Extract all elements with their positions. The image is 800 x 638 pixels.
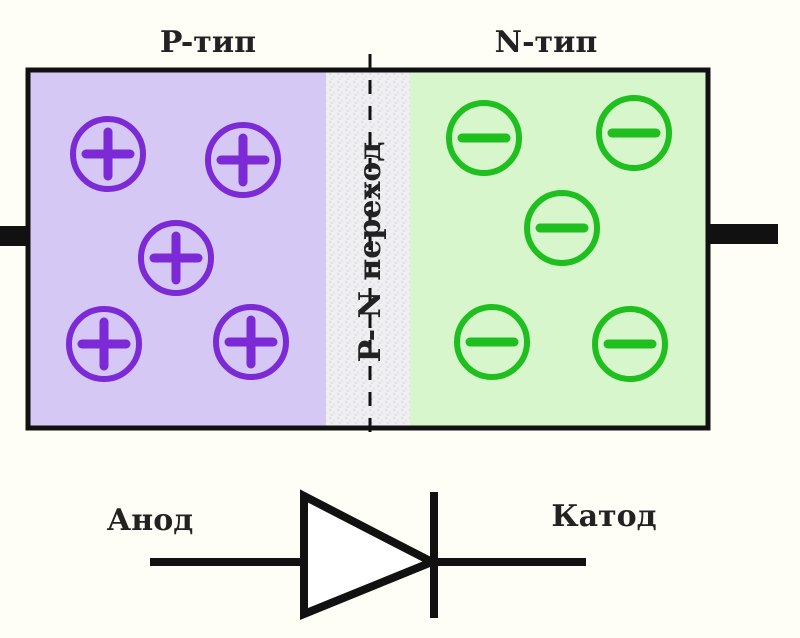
n-type-label: N-тип — [495, 25, 598, 60]
diode-symbol — [150, 489, 586, 620]
crystal-outline — [25, 67, 711, 431]
negative-charge — [596, 95, 672, 171]
negative-charge — [446, 100, 522, 176]
junction-label: P- N переход — [353, 142, 388, 363]
positive-charge — [213, 304, 289, 380]
cathode-label: Катод — [551, 499, 656, 534]
junction-region — [326, 70, 410, 428]
positive-charges — [66, 116, 289, 382]
positive-charge — [205, 122, 281, 198]
negative-charges — [446, 95, 672, 382]
left-lead — [0, 226, 28, 246]
negative-charge — [524, 190, 600, 266]
positive-charge — [66, 306, 142, 382]
positive-charge — [138, 220, 214, 296]
negative-charge — [454, 304, 530, 380]
p-type-label: P-тип — [160, 25, 256, 60]
diode-triangle — [300, 489, 442, 620]
positive-charge — [70, 116, 146, 192]
right-lead — [708, 224, 778, 244]
anode-label: Анод — [107, 503, 193, 538]
negative-charge — [592, 306, 668, 382]
